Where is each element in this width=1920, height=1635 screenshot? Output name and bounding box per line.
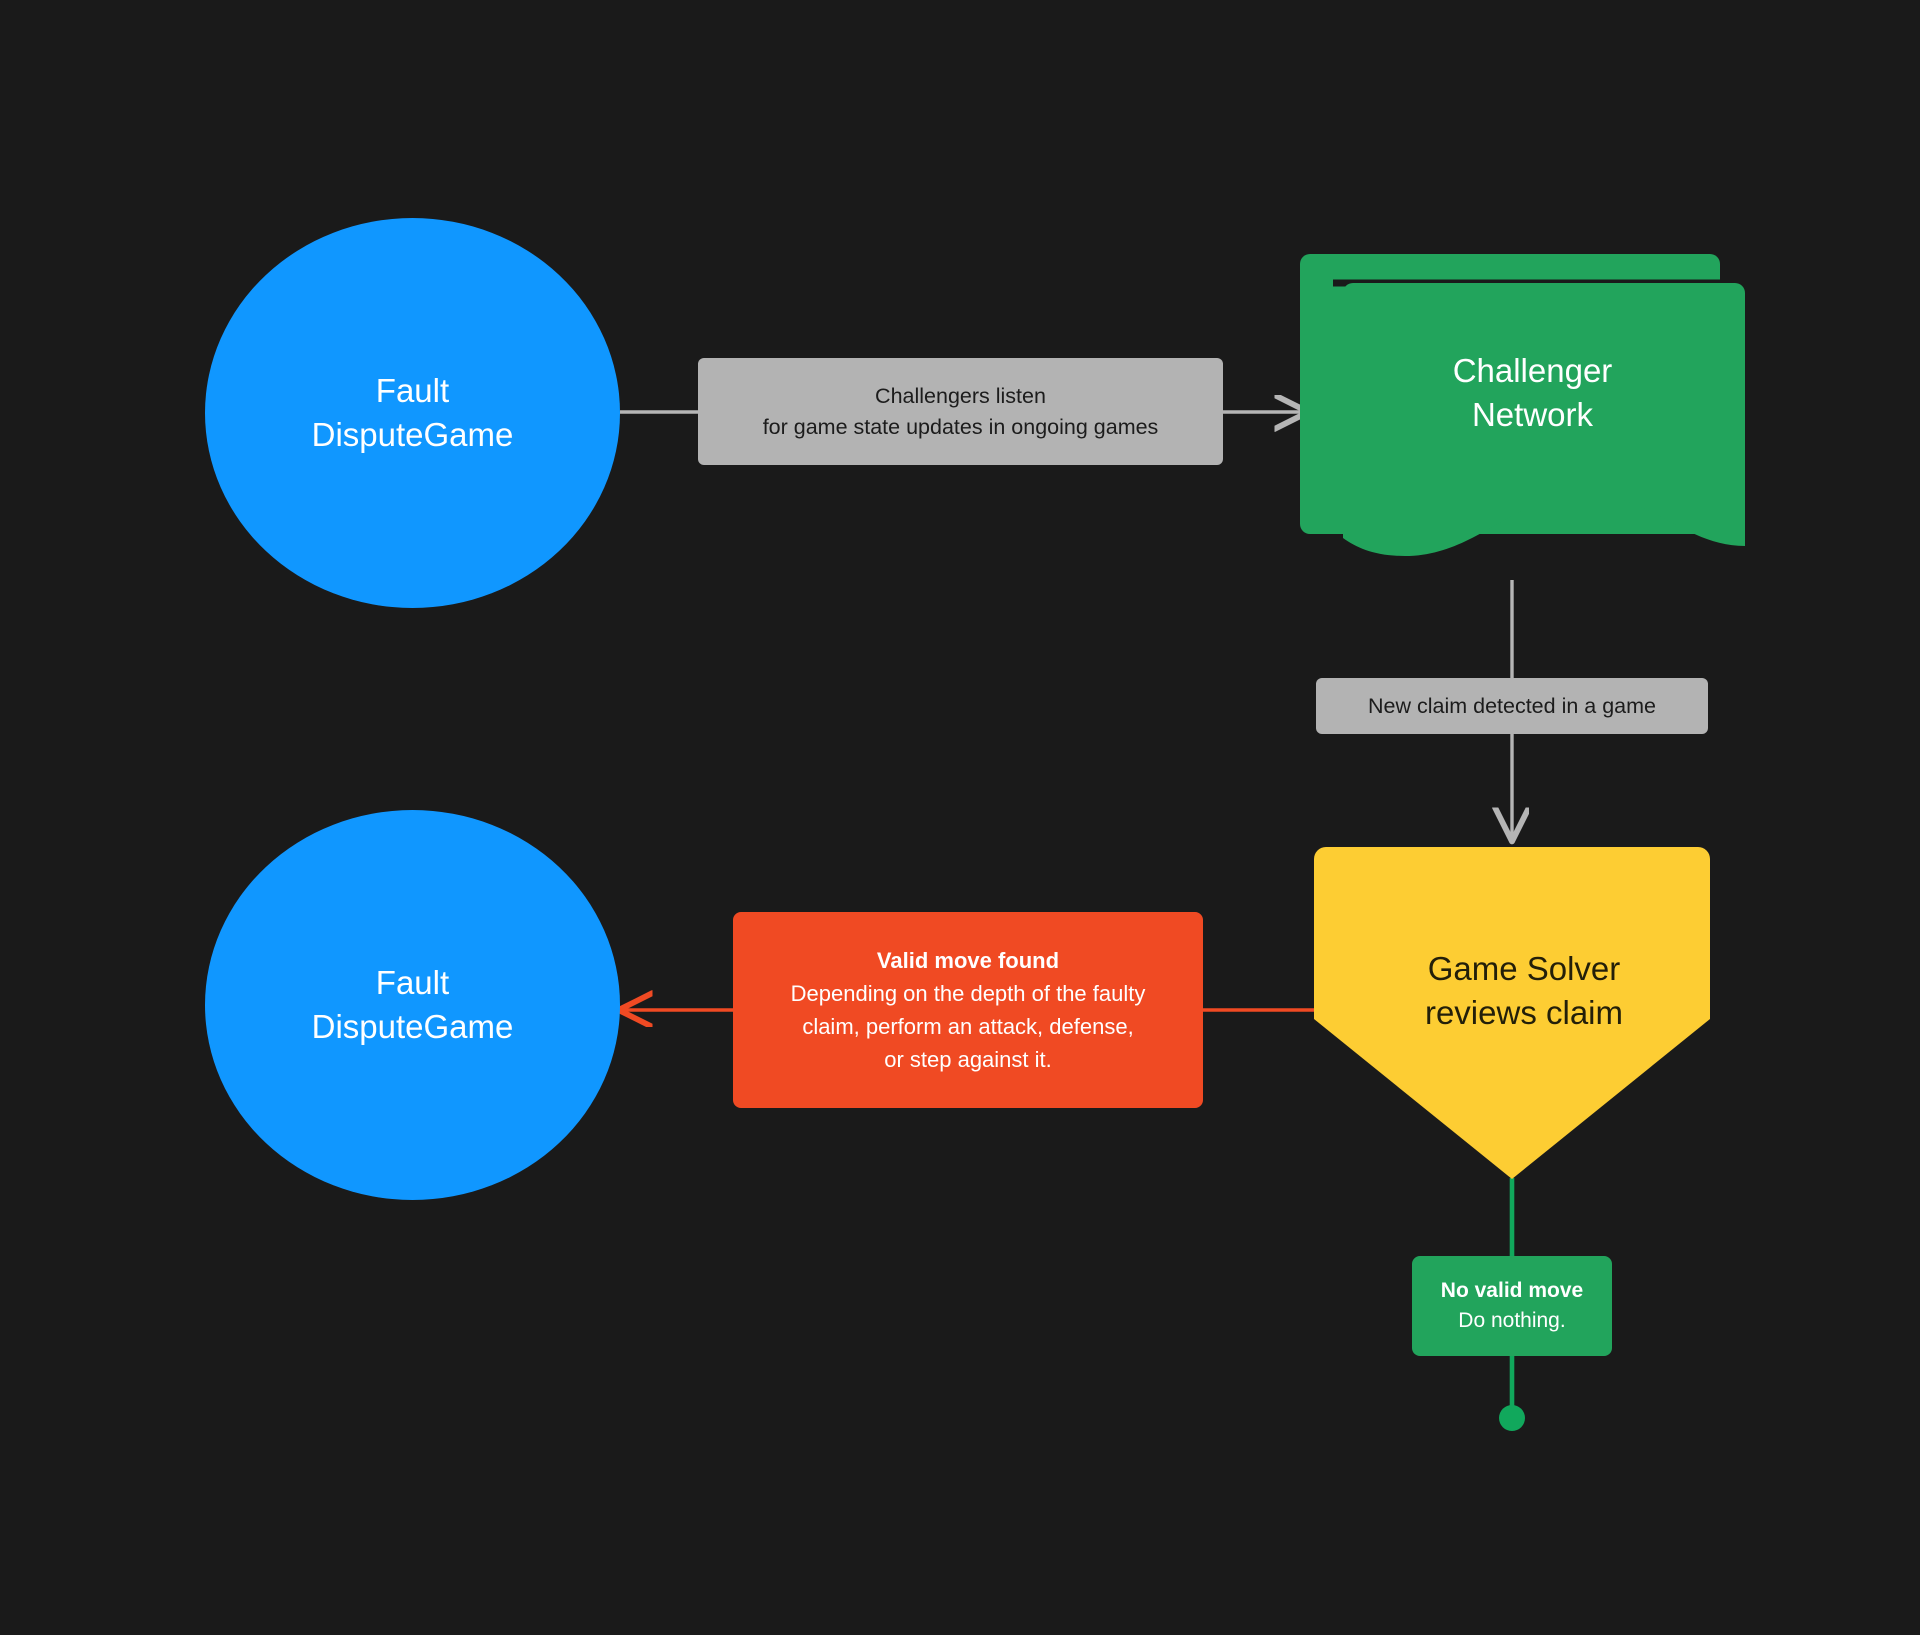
edge-label-challengers-listen: Challengers listen for game state update… bbox=[698, 358, 1223, 465]
edge-label-line: Do nothing. bbox=[1458, 1309, 1566, 1332]
edge-label-line: for game state updates in ongoing games bbox=[762, 414, 1159, 439]
node-label: Fault DisputeGame bbox=[311, 372, 514, 453]
node-fault-disputegame-top[interactable]: Fault DisputeGame bbox=[205, 218, 620, 608]
terminal-dot-icon bbox=[1499, 1405, 1525, 1431]
edge-label-valid-move-found: Valid move found Depending on the depth … bbox=[733, 912, 1203, 1108]
edge-label-line: Depending on the depth of the faulty bbox=[790, 981, 1146, 1006]
edge-label-new-claim-detected: New claim detected in a game bbox=[1316, 678, 1708, 734]
node-fault-disputegame-bottom[interactable]: Fault DisputeGame bbox=[205, 810, 620, 1200]
node-label: Game Solver reviews claim bbox=[1424, 950, 1624, 1031]
edge-label-no-valid-move: No valid move Do nothing. bbox=[1412, 1256, 1612, 1356]
edge-label-title: Valid move found bbox=[876, 948, 1060, 973]
edge-label-line: New claim detected in a game bbox=[1367, 693, 1656, 718]
edge-label-line: Challengers listen bbox=[875, 383, 1046, 408]
node-label: Fault DisputeGame bbox=[311, 964, 514, 1045]
edge-label-line: or step against it. bbox=[884, 1047, 1052, 1072]
node-label: Challenger Network bbox=[1452, 352, 1613, 433]
node-game-solver[interactable]: Game Solver reviews claim bbox=[1326, 847, 1722, 1179]
node-challenger-network[interactable]: Challenger Network bbox=[1310, 254, 1755, 564]
edge-label-line: claim, perform an attack, defense, bbox=[802, 1014, 1134, 1039]
edge-label-title: No valid move bbox=[1440, 1278, 1584, 1302]
